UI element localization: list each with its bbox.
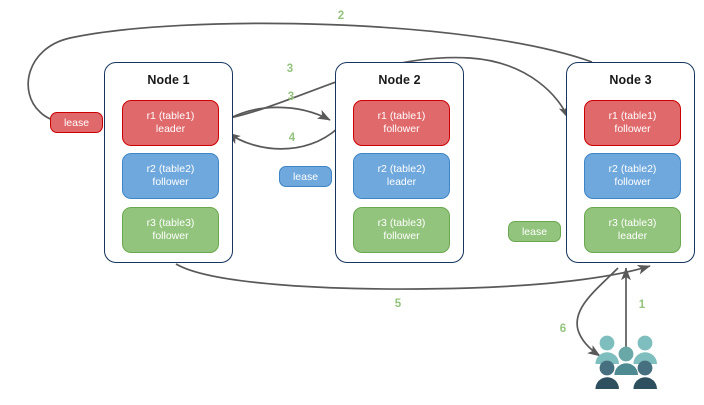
node-box-node-1[interactable]: Node 1 r1 (table1) leader r2 (table2) fo…: [104, 62, 233, 263]
replica-card-r3[interactable]: r3 (table3) follower: [122, 207, 219, 253]
lease-chip-blue[interactable]: lease: [279, 166, 332, 187]
replica-card-r3[interactable]: r3 (table3) follower: [353, 207, 450, 253]
replica-role: follower: [383, 123, 420, 135]
replica-role: follower: [614, 176, 651, 188]
replica-card-r1[interactable]: r1 (table1) follower: [353, 100, 450, 146]
replica-name: r1 (table1): [146, 109, 195, 122]
replica-role: leader: [386, 176, 417, 188]
node-box-node-2[interactable]: Node 2 r1 (table1) follower r2 (table2) …: [335, 62, 464, 263]
replica-name: r3 (table3): [608, 216, 657, 229]
step-label-5: 5: [394, 298, 402, 310]
step-label-4: 4: [288, 132, 296, 144]
replica-name: r2 (table2): [608, 162, 657, 175]
lease-chip-green[interactable]: lease: [508, 221, 561, 242]
replica-name: r3 (table3): [377, 216, 426, 229]
replica-card-r1[interactable]: r1 (table1) leader: [122, 100, 219, 146]
replica-card-r2[interactable]: r2 (table2) follower: [122, 153, 219, 199]
replica-role: follower: [152, 230, 189, 242]
replica-name: r3 (table3): [146, 216, 195, 229]
step-label-3a: 3: [286, 63, 294, 75]
replica-name: r1 (table1): [377, 109, 426, 122]
step-label-1: 1: [638, 299, 646, 311]
replica-role: follower: [383, 230, 420, 242]
replica-role: leader: [617, 230, 648, 242]
step-label-3b: 3: [287, 91, 295, 103]
replica-name: r2 (table2): [377, 162, 426, 175]
replica-role: follower: [614, 123, 651, 135]
edge-step-3-lower: [219, 106, 331, 125]
replica-name: r2 (table2): [146, 162, 195, 175]
lease-label: lease: [63, 116, 90, 129]
node-title: Node 1: [147, 73, 190, 87]
node-title: Node 3: [609, 73, 652, 87]
lease-label: lease: [521, 225, 548, 238]
people-group-icon: [592, 334, 660, 392]
lease-label: lease: [292, 170, 319, 183]
replica-card-r2[interactable]: r2 (table2) leader: [353, 153, 450, 199]
step-label-2: 2: [337, 10, 345, 22]
step-label-6: 6: [559, 323, 567, 335]
replica-role: follower: [152, 176, 189, 188]
node-box-node-3[interactable]: Node 3 r1 (table1) follower r2 (table2) …: [566, 62, 695, 263]
replica-card-r3[interactable]: r3 (table3) leader: [584, 207, 681, 253]
replica-card-r2[interactable]: r2 (table2) follower: [584, 153, 681, 199]
replica-card-r1[interactable]: r1 (table1) follower: [584, 100, 681, 146]
replica-role: leader: [155, 123, 186, 135]
replica-name: r1 (table1): [608, 109, 657, 122]
edge-step-5: [175, 263, 651, 290]
lease-chip-red[interactable]: lease: [50, 112, 103, 133]
node-title: Node 2: [378, 73, 421, 87]
